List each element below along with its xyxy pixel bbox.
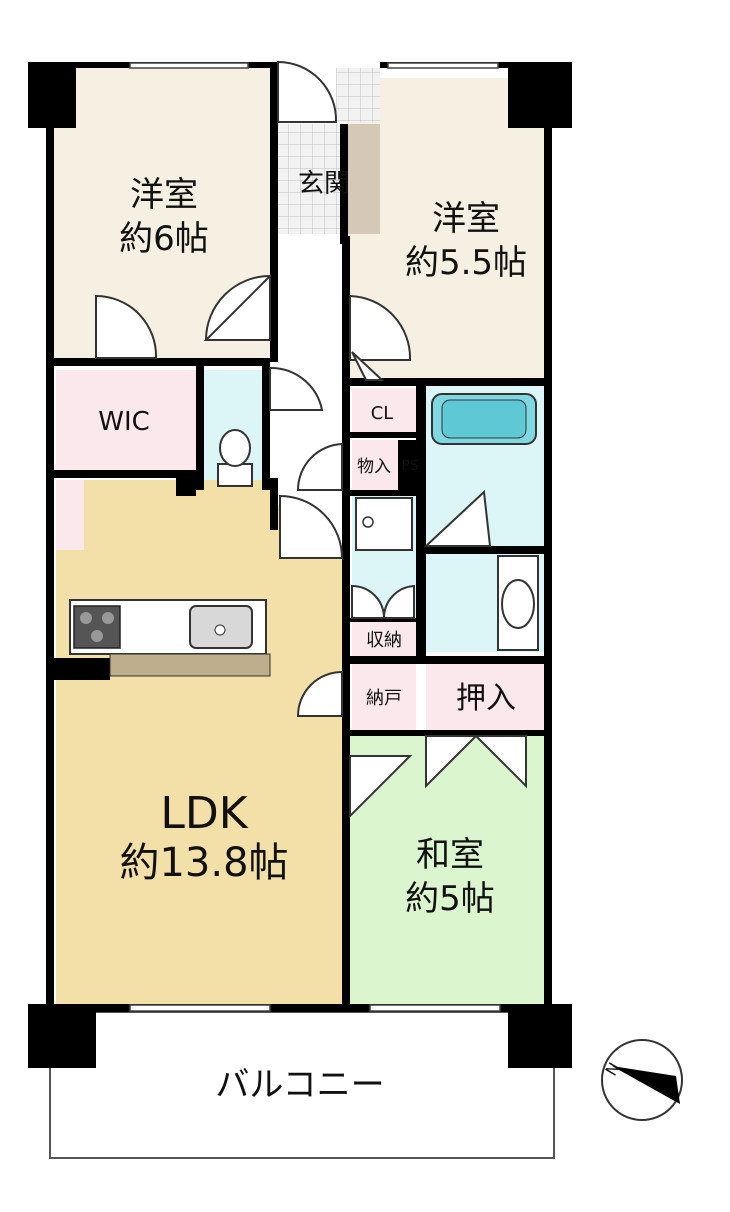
kitchen-backsplash bbox=[109, 653, 271, 677]
entrance-step bbox=[346, 124, 380, 234]
washbasin bbox=[501, 579, 535, 629]
wic-floor bbox=[56, 370, 196, 470]
storage-label: 収納 bbox=[366, 630, 402, 651]
storage-door2-swing bbox=[382, 584, 415, 619]
burner-1 bbox=[80, 612, 92, 624]
oshiire-label: 押入 bbox=[456, 681, 516, 716]
room1-door-swing bbox=[95, 294, 158, 359]
balcony-floor bbox=[49, 1011, 555, 1159]
closet-door-swing bbox=[351, 351, 385, 381]
western-room-2-size: 約5.5帖 bbox=[405, 243, 527, 283]
western-room-1-name: 洋室 bbox=[130, 175, 198, 215]
balcony-label: バルコニー bbox=[215, 1065, 384, 1105]
ldk-size: 約13.8帖 bbox=[119, 840, 288, 886]
bath-door-swing bbox=[423, 489, 492, 547]
ps-label: PS bbox=[401, 458, 418, 474]
doors bbox=[95, 60, 527, 819]
compass-needle bbox=[612, 1066, 680, 1104]
front-door-swing bbox=[277, 60, 338, 123]
western-room-2-name: 洋室 bbox=[432, 199, 500, 239]
entrance-floor bbox=[278, 124, 346, 234]
toilet-bowl bbox=[219, 429, 251, 467]
western-room-1-size: 約6帖 bbox=[119, 219, 209, 259]
bathtub-inner bbox=[441, 399, 527, 439]
ldk-door-swing bbox=[279, 494, 344, 559]
storage-small-floor bbox=[352, 440, 398, 490]
japanese-room-size: 約5帖 bbox=[405, 879, 495, 919]
japanese-room-name: 和室 bbox=[416, 835, 484, 875]
closet-label: CL bbox=[371, 403, 394, 424]
nando-label: 納戸 bbox=[366, 688, 402, 709]
ldk-name: LDK bbox=[160, 788, 248, 839]
burner-3 bbox=[91, 630, 103, 642]
oshiire-door-left bbox=[425, 735, 479, 789]
entrance-porch bbox=[336, 68, 380, 122]
oshiire-door-right bbox=[473, 735, 527, 789]
storage-small-door-swing bbox=[296, 442, 343, 491]
closet-floor bbox=[352, 388, 416, 434]
ldk-nook bbox=[56, 480, 84, 550]
drain bbox=[362, 516, 374, 528]
nando-floor bbox=[352, 664, 416, 730]
compass: N bbox=[601, 1039, 683, 1121]
wic-label: WIC bbox=[98, 407, 150, 437]
room2-door-swing bbox=[349, 294, 412, 361]
storage-small-label: 物入 bbox=[357, 457, 391, 477]
burner-2 bbox=[102, 612, 114, 624]
nando-door-swing bbox=[296, 670, 343, 717]
storage-floor bbox=[352, 622, 416, 658]
oshiire-floor bbox=[426, 664, 546, 730]
windows bbox=[129, 62, 501, 1012]
toilet-door-swing bbox=[269, 366, 324, 411]
sink-drain bbox=[214, 624, 226, 636]
entrance-label: 玄関 bbox=[298, 169, 350, 199]
japanese-door-swing bbox=[349, 755, 413, 819]
room1-door2-swing bbox=[203, 273, 271, 341]
toilet-tank bbox=[217, 463, 253, 487]
